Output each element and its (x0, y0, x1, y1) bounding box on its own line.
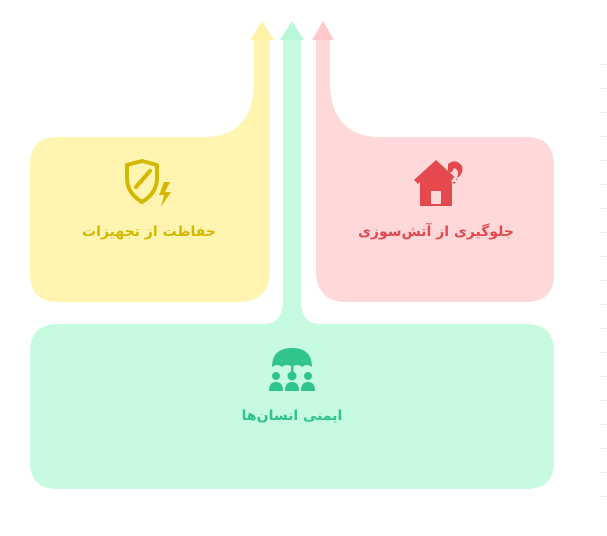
people-arrowhead (280, 21, 304, 40)
fire-arrowhead (312, 21, 334, 40)
edge-dash (601, 160, 607, 161)
edge-dash (601, 352, 607, 353)
edge-dash (601, 304, 607, 305)
edge-dash (601, 448, 607, 449)
equipment-label: حفاظت از تجهیزات (82, 224, 216, 240)
edge-dash (601, 232, 607, 233)
edge-dash (601, 88, 607, 89)
edge-dash (601, 136, 607, 137)
edge-dash (601, 184, 607, 185)
edge-dash (601, 328, 607, 329)
edge-dash (601, 496, 607, 497)
people-flow (30, 21, 554, 489)
edge-dash (601, 280, 607, 281)
fire-label: جلوگیری از آتش‌سوزی (358, 222, 514, 240)
edge-dash (601, 112, 607, 113)
people-label: ایمنی انسان‌ها (242, 408, 343, 424)
shield-bolt-icon (125, 159, 171, 207)
edge-dash (601, 424, 607, 425)
equipment-flow (30, 21, 274, 302)
people-umbrella-icon (269, 348, 315, 391)
edge-dash (601, 376, 607, 377)
edge-dash (601, 472, 607, 473)
edge-dash (601, 64, 607, 65)
edge-dash (601, 256, 607, 257)
people-card (30, 38, 554, 489)
edge-dash (601, 400, 607, 401)
edge-dash (601, 208, 607, 209)
house-fire-icon (414, 160, 463, 206)
fire-flow (312, 21, 554, 302)
equipment-arrowhead (250, 21, 274, 40)
